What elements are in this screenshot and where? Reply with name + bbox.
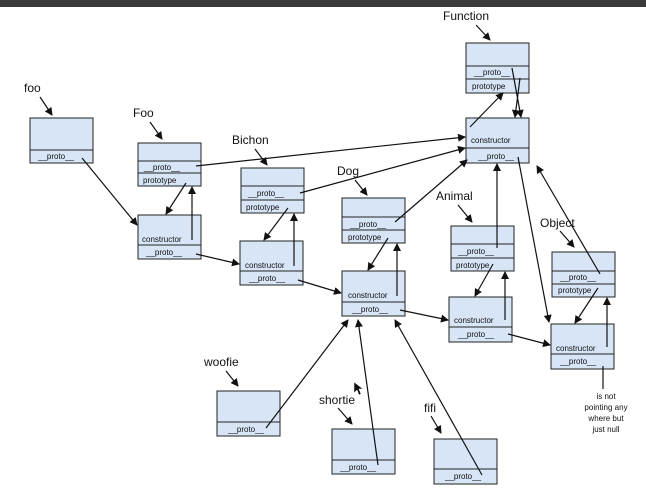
animal-function-prototype-cell: prototype	[456, 261, 490, 270]
diagram-canvas	[0, 7, 646, 489]
object-prototype-link-arrow	[574, 287, 599, 324]
shortie-proto-arrow	[354, 319, 379, 466]
pointer-arrow	[337, 407, 353, 425]
bichon-prototype-link-arrow	[263, 207, 289, 241]
dog-prototype-proto-cell: __proto__	[351, 305, 389, 314]
label-shortie: shortie	[319, 393, 355, 407]
foo-function-prototype-cell: prototype	[143, 176, 177, 185]
dog-function-box: __proto__ prototype	[341, 197, 406, 244]
pointer-arrow	[149, 121, 163, 140]
animal-prototype-proto-arrow	[507, 333, 551, 348]
pointer-arrow	[559, 230, 575, 248]
foo-prototype-object-box: constructor __proto__	[137, 214, 202, 260]
function-constructor-link-arrow	[469, 92, 504, 128]
foo-prototype-constructor-cell: constructor	[142, 235, 182, 244]
animal-prototype-object-box: constructor __proto__	[448, 296, 513, 343]
object-function-proto-arrow	[536, 165, 601, 275]
bichon-prototype-object-box: constructor __proto__	[239, 240, 304, 286]
object-function-box: __proto__ prototype	[551, 251, 616, 298]
foo-instance-proto-cell: __proto__	[37, 152, 75, 161]
bichon-function-prototype-cell: prototype	[246, 203, 280, 212]
bichon-prototype-proto-arrow	[297, 279, 342, 295]
foo-function-box: __proto__ prototype	[137, 142, 202, 187]
pointer-arrow	[254, 148, 268, 166]
object-prototype-object-box: constructor __proto__	[550, 323, 615, 370]
dog-prototype-constructor-cell: constructor	[348, 291, 388, 300]
label-foo-instance: foo	[24, 81, 41, 95]
object-prototype-proto-cell: __proto__	[559, 357, 597, 366]
null-note-line-1: is not	[596, 392, 616, 401]
window-top-bar	[0, 0, 646, 7]
dog-function-proto-arrow	[394, 159, 468, 223]
woofie-instance-box: __proto__	[216, 390, 281, 437]
foo-prototype-proto-arrow	[195, 253, 240, 267]
pointer-arrow	[430, 415, 442, 434]
null-note-line-4: just null	[591, 425, 619, 434]
label-object: Object	[540, 216, 575, 230]
dog-function-proto-cell: __proto__	[349, 220, 387, 229]
foo-instance-proto-arrow	[81, 157, 138, 226]
object-function-proto-cell: __proto__	[559, 273, 597, 282]
dog-function-prototype-cell: prototype	[348, 233, 382, 242]
function-prototype-constructor-cell: constructor	[471, 136, 511, 145]
animal-function-box: __proto__ prototype	[450, 225, 515, 272]
foo-function-proto-arrow	[195, 133, 466, 167]
animal-function-proto-cell: __proto__	[457, 247, 495, 256]
woofie-proto-arrow	[265, 319, 349, 429]
label-animal: Animal	[436, 189, 473, 203]
null-note: is not pointing any where but just null	[584, 392, 627, 434]
pointer-arrow	[39, 96, 53, 116]
fifi-proto-arrow	[394, 319, 483, 476]
object-function-prototype-cell: prototype	[558, 286, 592, 295]
fifi-proto-cell: __proto__	[444, 472, 482, 481]
pointer-arrow	[475, 24, 491, 41]
animal-prototype-proto-cell: __proto__	[457, 330, 495, 339]
label-foo-constructor: Foo	[133, 106, 154, 120]
pointer-arrow	[457, 204, 473, 223]
pointer-arrow	[354, 179, 368, 196]
bichon-function-proto-cell: __proto__	[247, 189, 285, 198]
function-prototype-object-box: constructor __proto__	[465, 117, 530, 164]
dog-prototype-proto-arrow	[399, 309, 449, 323]
pointer-arrow	[225, 370, 239, 387]
mouse-cursor-icon	[353, 381, 364, 396]
bichon-function-box: __proto__ prototype	[240, 167, 305, 214]
shortie-proto-cell: __proto__	[339, 463, 377, 472]
foo-prototype-proto-cell: __proto__	[145, 248, 183, 257]
label-function: Function	[443, 9, 489, 23]
dog-prototype-object-box: constructor __proto__	[341, 270, 406, 317]
animal-prototype-link-arrow	[474, 263, 494, 297]
foo-function-proto-cell: __proto__	[143, 163, 181, 172]
dog-prototype-link-arrow	[367, 237, 389, 271]
shortie-instance-box: __proto__	[331, 428, 396, 475]
woofie-proto-cell: __proto__	[227, 425, 265, 434]
function-proto-link-arrow	[511, 67, 524, 118]
foo-instance-box: __proto__	[29, 117, 94, 164]
null-note-line-2: pointing any	[584, 403, 627, 412]
function-prototype-proto-cell: __proto__	[477, 152, 515, 161]
function-proto-cell: __proto__	[473, 68, 511, 77]
bichon-function-proto-arrow	[299, 145, 466, 194]
null-note-line-3: where but	[587, 414, 624, 423]
function-prototype-cell: prototype	[472, 82, 506, 91]
function-object-box: __proto__ prototype	[465, 42, 530, 94]
bichon-prototype-proto-cell: __proto__	[248, 274, 286, 283]
bichon-prototype-constructor-cell: constructor	[245, 261, 285, 270]
label-bichon: Bichon	[232, 133, 269, 147]
object-prototype-constructor-cell: constructor	[556, 344, 596, 353]
label-fifi: fifi	[424, 401, 436, 415]
label-dog: Dog	[337, 164, 359, 178]
animal-prototype-constructor-cell: constructor	[454, 316, 494, 325]
function-prototype-proto-arrow	[517, 156, 552, 323]
label-woofie: woofie	[203, 355, 239, 369]
foo-prototype-link-arrow	[165, 182, 187, 215]
